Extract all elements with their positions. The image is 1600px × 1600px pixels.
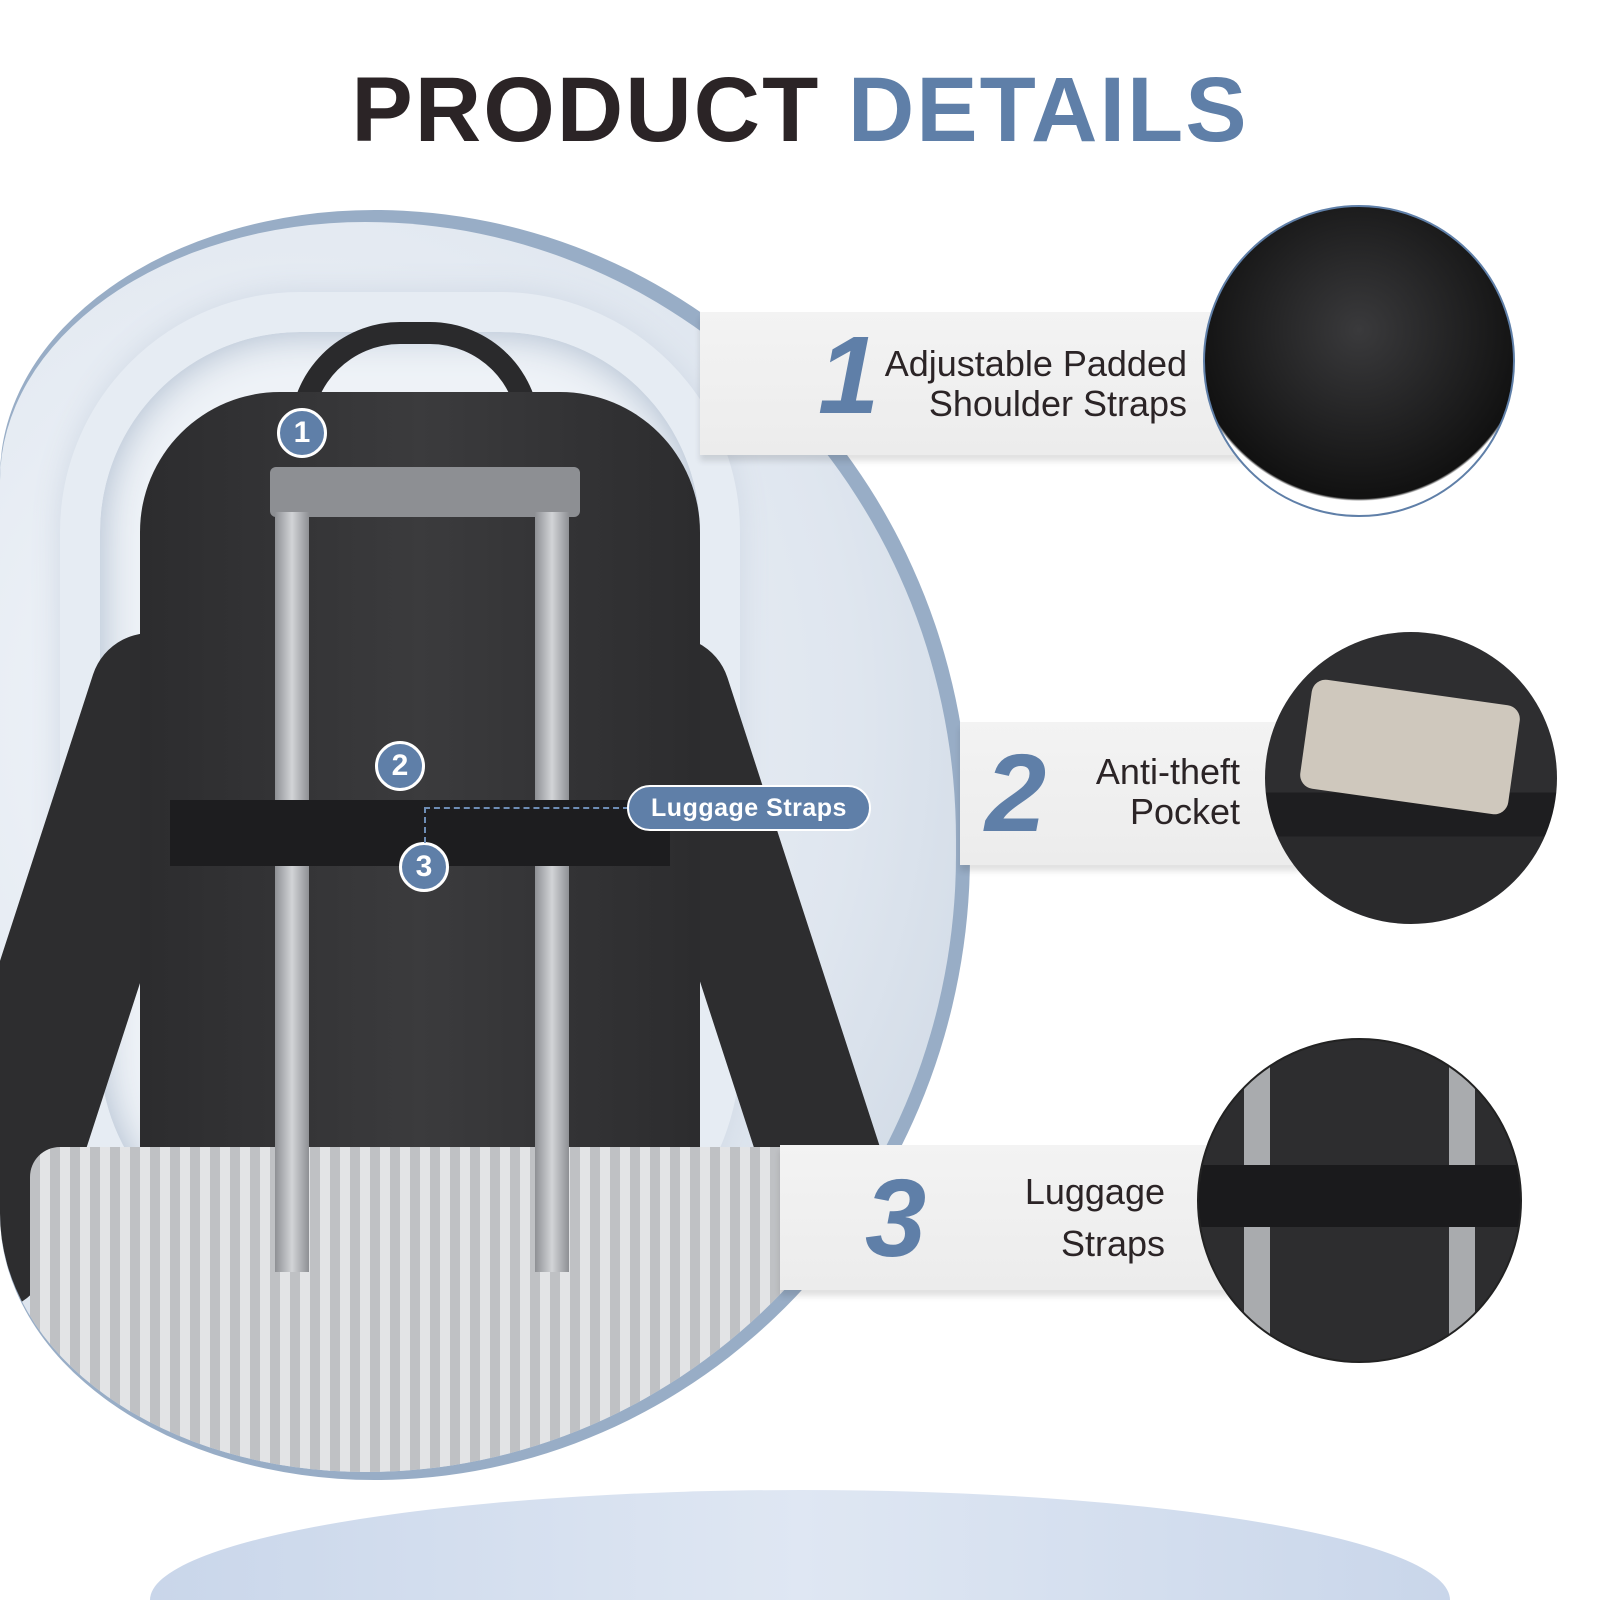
suitcase [30,1147,810,1472]
detail-strap [1199,1165,1520,1227]
feature-3-line-1: Luggage [1024,1171,1165,1212]
anti-theft-pocket-detail-image [1265,632,1557,924]
trolley-pole-right [535,512,569,1272]
callout-line-vertical [424,807,426,843]
title-part-1: PRODUCT [351,59,821,161]
trolley-pole-left [275,512,309,1272]
luggage-strap-detail-image [1197,1038,1522,1363]
bottom-decorative-arc [150,1490,1450,1600]
marker-3: 3 [399,842,449,892]
feature-number-2: 2 [985,732,1047,855]
marker-2: 2 [375,741,425,791]
feature-banner-2 [960,722,1300,865]
trolley-handle [270,467,580,517]
feature-1-line-1: Adjustable Padded [884,343,1187,384]
feature-2-line-1: Anti-theft [1095,751,1240,792]
feature-banner-3 [780,1145,1240,1290]
feature-number-3: 3 [865,1157,927,1280]
feature-3-line-2: Straps [1060,1223,1165,1264]
feature-2-line-2: Pocket [1129,791,1240,832]
feature-1-line-2: Shoulder Straps [928,383,1187,424]
title-part-2: DETAILS [847,59,1249,161]
luggage-straps-callout: Luggage Straps [627,785,871,831]
page-title: PRODUCT DETAILS [0,58,1600,163]
feature-banner-1 [700,312,1260,455]
shoulder-strap-detail-image [1203,205,1515,517]
callout-line [424,807,629,809]
feature-number-1: 1 [818,314,880,437]
phone-in-pocket [1298,677,1522,817]
marker-1: 1 [277,408,327,458]
